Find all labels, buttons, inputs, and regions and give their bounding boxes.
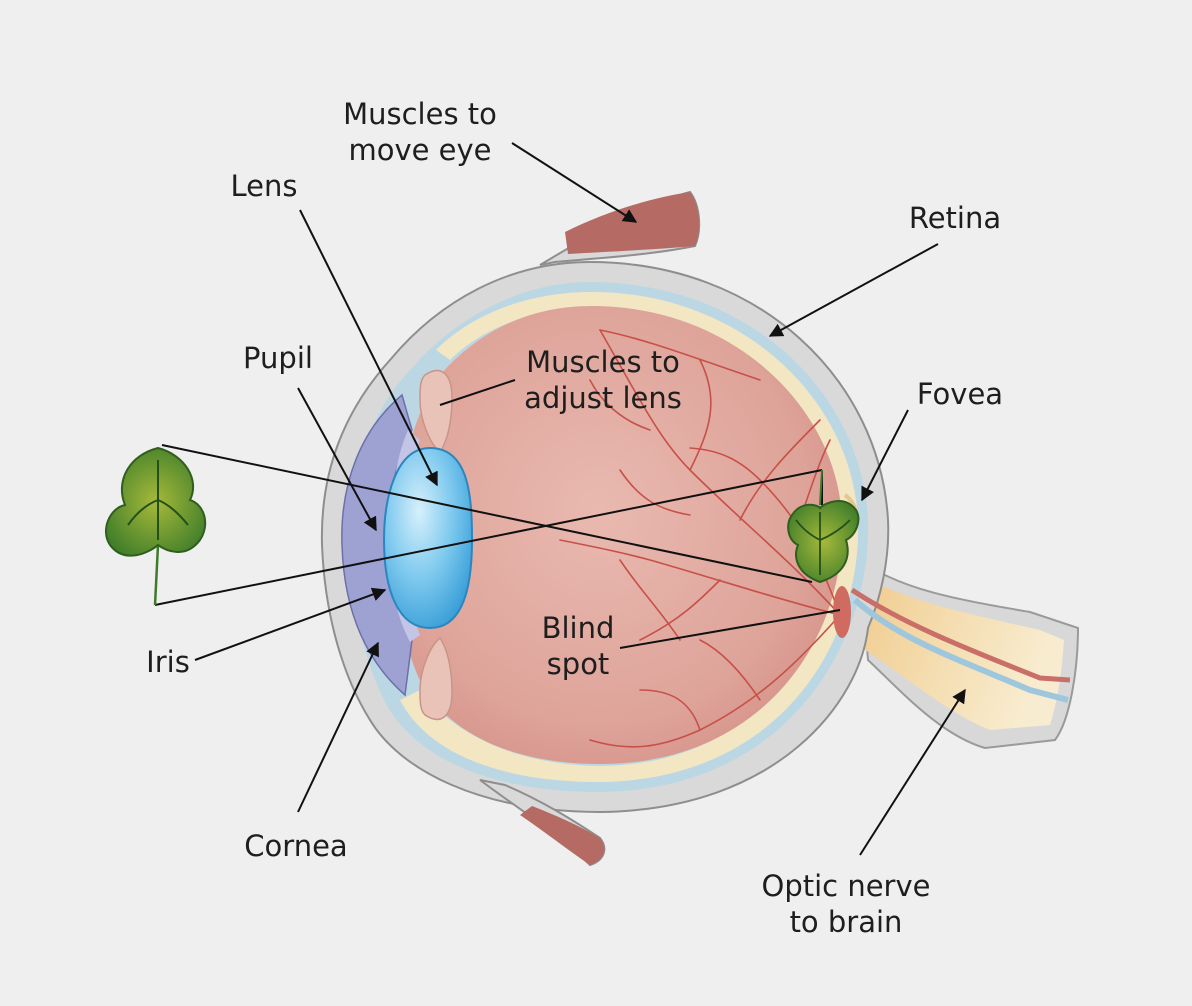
optic-nerve (850, 570, 1064, 730)
label-lens: Lens (230, 169, 298, 203)
label-cornea: Cornea (244, 829, 348, 863)
vitreous-body (398, 306, 843, 764)
optic-disc (833, 586, 851, 638)
leader-blind-spot (619, 609, 841, 649)
label-pupil: Pupil (243, 341, 313, 375)
leaf-icon (105, 446, 207, 606)
label-retina: Retina (908, 201, 1002, 235)
label-fovea: Fovea (916, 377, 1004, 411)
label-blind-spot: Blind spot (541, 611, 615, 681)
inverted-leaf-icon (787, 469, 860, 584)
retina-layer (400, 292, 859, 782)
label-iris: Iris (146, 645, 190, 679)
leader-muscles-adjust-lens (439, 379, 516, 406)
leader-lines (194, 142, 966, 856)
upper-eye-muscle-belly (565, 192, 700, 254)
leader-lens (299, 209, 438, 487)
leader-optic-nerve (859, 688, 966, 856)
leader-iris (194, 587, 387, 661)
label-muscles-to-move-eye: Muscles to move eye (343, 97, 497, 167)
leader-muscles-move-eye (511, 142, 638, 223)
label-muscles-to-adjust-lens: Muscles to adjust lens (524, 345, 682, 415)
lower-eye-muscle-belly (520, 806, 605, 865)
leader-pupil (297, 387, 377, 532)
leader-retina (768, 243, 939, 337)
leader-fovea (861, 409, 909, 502)
central-artery (850, 587, 1071, 683)
lens (382, 446, 474, 630)
label-optic-nerve-to-brain: Optic nerve to brain (761, 869, 931, 939)
central-vein (853, 597, 1069, 703)
leader-cornea (297, 641, 379, 813)
lower-ciliary-muscle (419, 636, 453, 721)
